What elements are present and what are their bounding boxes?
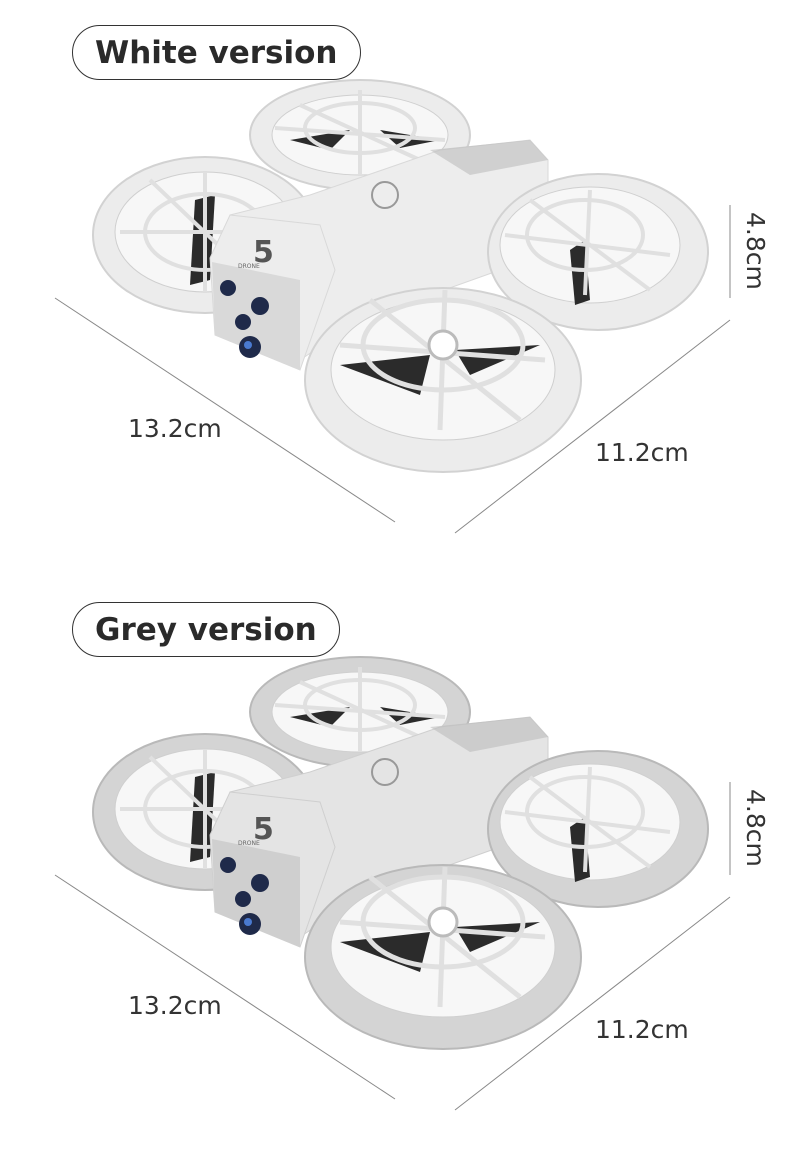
- height-label: 4.8cm: [741, 212, 770, 290]
- version-label: White version: [72, 25, 361, 80]
- width-dimension-line: [454, 319, 731, 534]
- height-label: 4.8cm: [741, 789, 770, 867]
- width-dimension-line: [454, 896, 731, 1111]
- version-label: Grey version: [72, 602, 340, 657]
- length-dimension-line: [54, 297, 396, 523]
- length-label: 13.2cm: [128, 414, 222, 443]
- length-label: 13.2cm: [128, 991, 222, 1020]
- length-dimension-line: [54, 874, 396, 1100]
- drone-image-grey: [54, 577, 731, 1111]
- drone-image-white: [54, 0, 731, 534]
- white-version-section: White version 4.8cm 13.2cm 11.2cm: [0, 0, 800, 577]
- grey-version-section: Grey version 4.8cm 13.2cm 11.2cm: [0, 577, 800, 1154]
- width-label: 11.2cm: [595, 1015, 689, 1044]
- width-label: 11.2cm: [595, 438, 689, 467]
